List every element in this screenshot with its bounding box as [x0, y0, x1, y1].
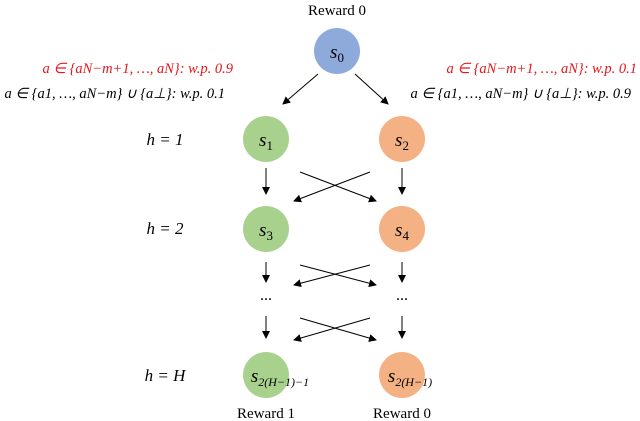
edge-s0-s2 — [354, 73, 389, 105]
level-h1: h = 1 — [147, 130, 184, 149]
node-labels: s0 s1 s2 s3 s4 s2(H−1)−1 s2(H−1) — [251, 42, 432, 389]
edge-s0-s1 — [282, 73, 319, 105]
reward-top: Reward 0 — [308, 3, 366, 19]
node-sL — [243, 352, 289, 398]
node-sR — [379, 352, 425, 398]
node-label-s4: s4 — [395, 220, 409, 243]
reward-bottom-left: Reward 1 — [237, 406, 295, 421]
node-s0 — [314, 28, 360, 74]
node-label-s1: s1 — [259, 130, 273, 153]
node-s3 — [243, 206, 289, 252]
node-label-s0: s0 — [330, 42, 344, 65]
node-s4 — [379, 206, 425, 252]
ellipsis-left: ... — [260, 287, 272, 304]
edge-s1-s4 — [299, 171, 377, 203]
edge-cross-a1 — [299, 264, 377, 288]
edge-s2-s3 — [293, 171, 371, 203]
node-label-sL: s2(H−1)−1 — [251, 366, 309, 389]
node-label-s3: s3 — [259, 220, 273, 243]
rule-right-black: a ∈ {a1, …, aN−m} ∪ {a⊥}: w.p. 0.9 — [411, 86, 632, 102]
nodes — [243, 28, 425, 398]
node-s1 — [243, 116, 289, 162]
node-label-sR: s2(H−1) — [388, 366, 432, 389]
edges — [262, 73, 406, 342]
ellipsis-right: ... — [396, 287, 408, 304]
reward-bottom-right: Reward 0 — [373, 406, 431, 421]
edge-cross-a2 — [293, 264, 371, 288]
level-hH: h = H — [145, 366, 187, 385]
rule-right-red: a ∈ {aN−m+1, …, aN}: w.p. 0.1 — [446, 61, 637, 77]
edge-cross-b2 — [293, 317, 371, 342]
level-h2: h = 2 — [147, 219, 184, 238]
edge-cross-b1 — [299, 317, 377, 342]
node-label-s2: s2 — [395, 130, 409, 153]
node-s2 — [379, 116, 425, 162]
rule-left-black: a ∈ {a1, …, aN−m} ∪ {a⊥}: w.p. 0.1 — [5, 86, 225, 102]
rule-left-red: a ∈ {aN−m+1, …, aN}: w.p. 0.9 — [42, 61, 233, 77]
